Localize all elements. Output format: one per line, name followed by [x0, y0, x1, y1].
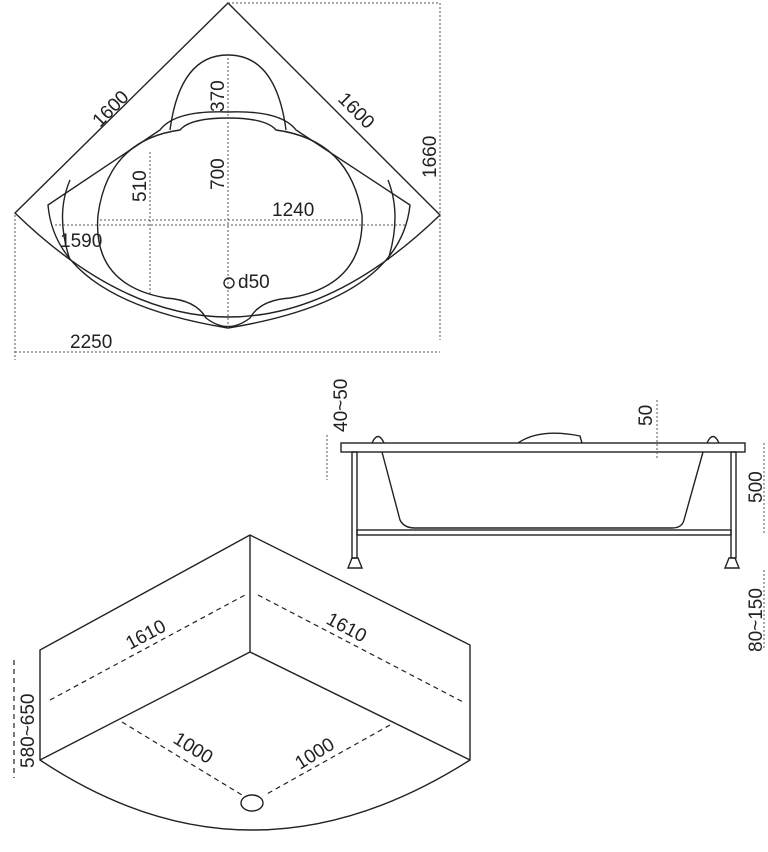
- bowl: [381, 451, 704, 529]
- label-total-depth: 1660: [420, 136, 441, 178]
- bowl-outline: [96, 117, 363, 328]
- panel-outline: [39, 534, 471, 831]
- leg-left: [351, 451, 358, 559]
- label-drain: d50: [238, 272, 270, 293]
- side-view: 40~50 50 500 80~150: [326, 379, 767, 652]
- leg-right: [730, 451, 737, 559]
- label-rim: 40~50: [331, 379, 352, 432]
- top-view: 1600 1600 370 700 1240 510 1590 d50 2250…: [13, 2, 441, 360]
- drain-icon: [240, 794, 264, 812]
- label-side-b: 1600: [333, 89, 378, 134]
- iso-view: 1610 1610 1000 1000 580~650: [13, 534, 471, 831]
- outer-outline: [13, 2, 441, 318]
- label-inner-width: 1240: [272, 200, 314, 221]
- label-side-depth: 510: [130, 170, 151, 202]
- label-outer-width: 1590: [60, 231, 102, 252]
- label-total-width: 2250: [70, 332, 112, 353]
- label-floor-b: 1000: [292, 734, 339, 774]
- crossbar: [356, 529, 732, 536]
- rim: [340, 442, 746, 453]
- dim-line-a: [49, 594, 246, 701]
- label-headrest: 370: [208, 80, 229, 112]
- label-side-a: 1600: [89, 87, 134, 132]
- label-depth: 500: [746, 471, 767, 503]
- headrest-outline: [169, 54, 287, 131]
- label-iso-height: 580~650: [18, 694, 39, 769]
- label-floor-a: 1000: [169, 728, 216, 768]
- label-headrest-height: 50: [636, 405, 657, 426]
- label-inner-depth: 700: [208, 158, 229, 190]
- label-legs: 80~150: [746, 588, 767, 652]
- dim-line-b: [257, 594, 466, 704]
- drain-icon: [223, 277, 235, 289]
